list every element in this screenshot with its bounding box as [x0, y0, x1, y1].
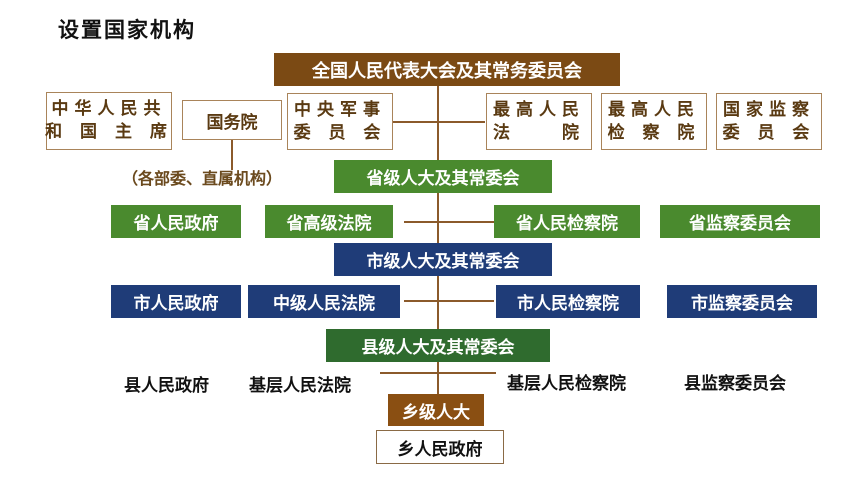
- national-horizontal-connector: [393, 121, 485, 123]
- main-vertical-connector: [437, 86, 439, 396]
- city-government-box: 市人民政府: [111, 285, 241, 318]
- military-line-1: 中央军事: [294, 99, 386, 120]
- president-line-2: 和 国 主 席: [45, 122, 173, 142]
- supreme-court-box: 最高人民 法 院: [486, 93, 592, 150]
- township-government-box: 乡人民政府: [376, 430, 504, 464]
- state-council-connector: [231, 140, 233, 170]
- city-congress-box: 市级人大及其常委会: [334, 243, 552, 276]
- city-court-box: 中级人民法院: [248, 285, 400, 318]
- county-horizontal-connector: [380, 372, 496, 374]
- court-line-1: 最高人民: [493, 99, 585, 120]
- president-line-1: 中华人民共: [51, 99, 167, 120]
- city-supervision-box: 市监察委员会: [667, 285, 817, 318]
- provincial-supervision-box: 省监察委员会: [660, 205, 820, 238]
- supervision-line-1: 国家监察: [723, 99, 815, 120]
- procuratorate-line-2: 检 察 院: [607, 122, 701, 143]
- provincial-court-box: 省高级法院: [265, 205, 393, 238]
- provincial-government-box: 省人民政府: [111, 205, 241, 238]
- national-npc-box: 全国人民代表大会及其常务委员会: [274, 53, 620, 86]
- president-box: 中华人民共 和 国 主 席: [45, 92, 173, 150]
- township-congress-box: 乡级人大: [388, 394, 484, 426]
- supervision-line-2: 委 员 会: [722, 122, 816, 143]
- page-title: 设置国家机构: [58, 17, 196, 42]
- county-congress-box: 县级人大及其常委会: [326, 329, 550, 362]
- national-supervision-box: 国家监察 委 员 会: [716, 93, 822, 150]
- city-procuratorate-box: 市人民检察院: [496, 285, 640, 318]
- court-line-2: 法 院: [493, 122, 585, 143]
- supreme-procuratorate-box: 最高人民 检 察 院: [601, 93, 707, 150]
- state-council-box: 国务院: [182, 100, 282, 140]
- city-horizontal-connector: [404, 300, 494, 302]
- ministries-note: （各部委、直属机构）: [122, 169, 283, 188]
- provincial-procuratorate-box: 省人民检察院: [494, 205, 640, 238]
- military-line-2: 委 员 会: [293, 122, 387, 143]
- provincial-congress-box: 省级人大及其常委会: [334, 160, 552, 193]
- county-court-label: 基层人民法院: [249, 376, 351, 396]
- central-military-commission-box: 中央军事 委 员 会: [287, 93, 393, 150]
- county-procuratorate-label: 基层人民检察院: [507, 374, 626, 394]
- provincial-horizontal-connector: [404, 221, 494, 223]
- procuratorate-line-1: 最高人民: [608, 99, 700, 120]
- county-supervision-label: 县监察委员会: [684, 374, 786, 394]
- county-government-label: 县人民政府: [124, 376, 209, 396]
